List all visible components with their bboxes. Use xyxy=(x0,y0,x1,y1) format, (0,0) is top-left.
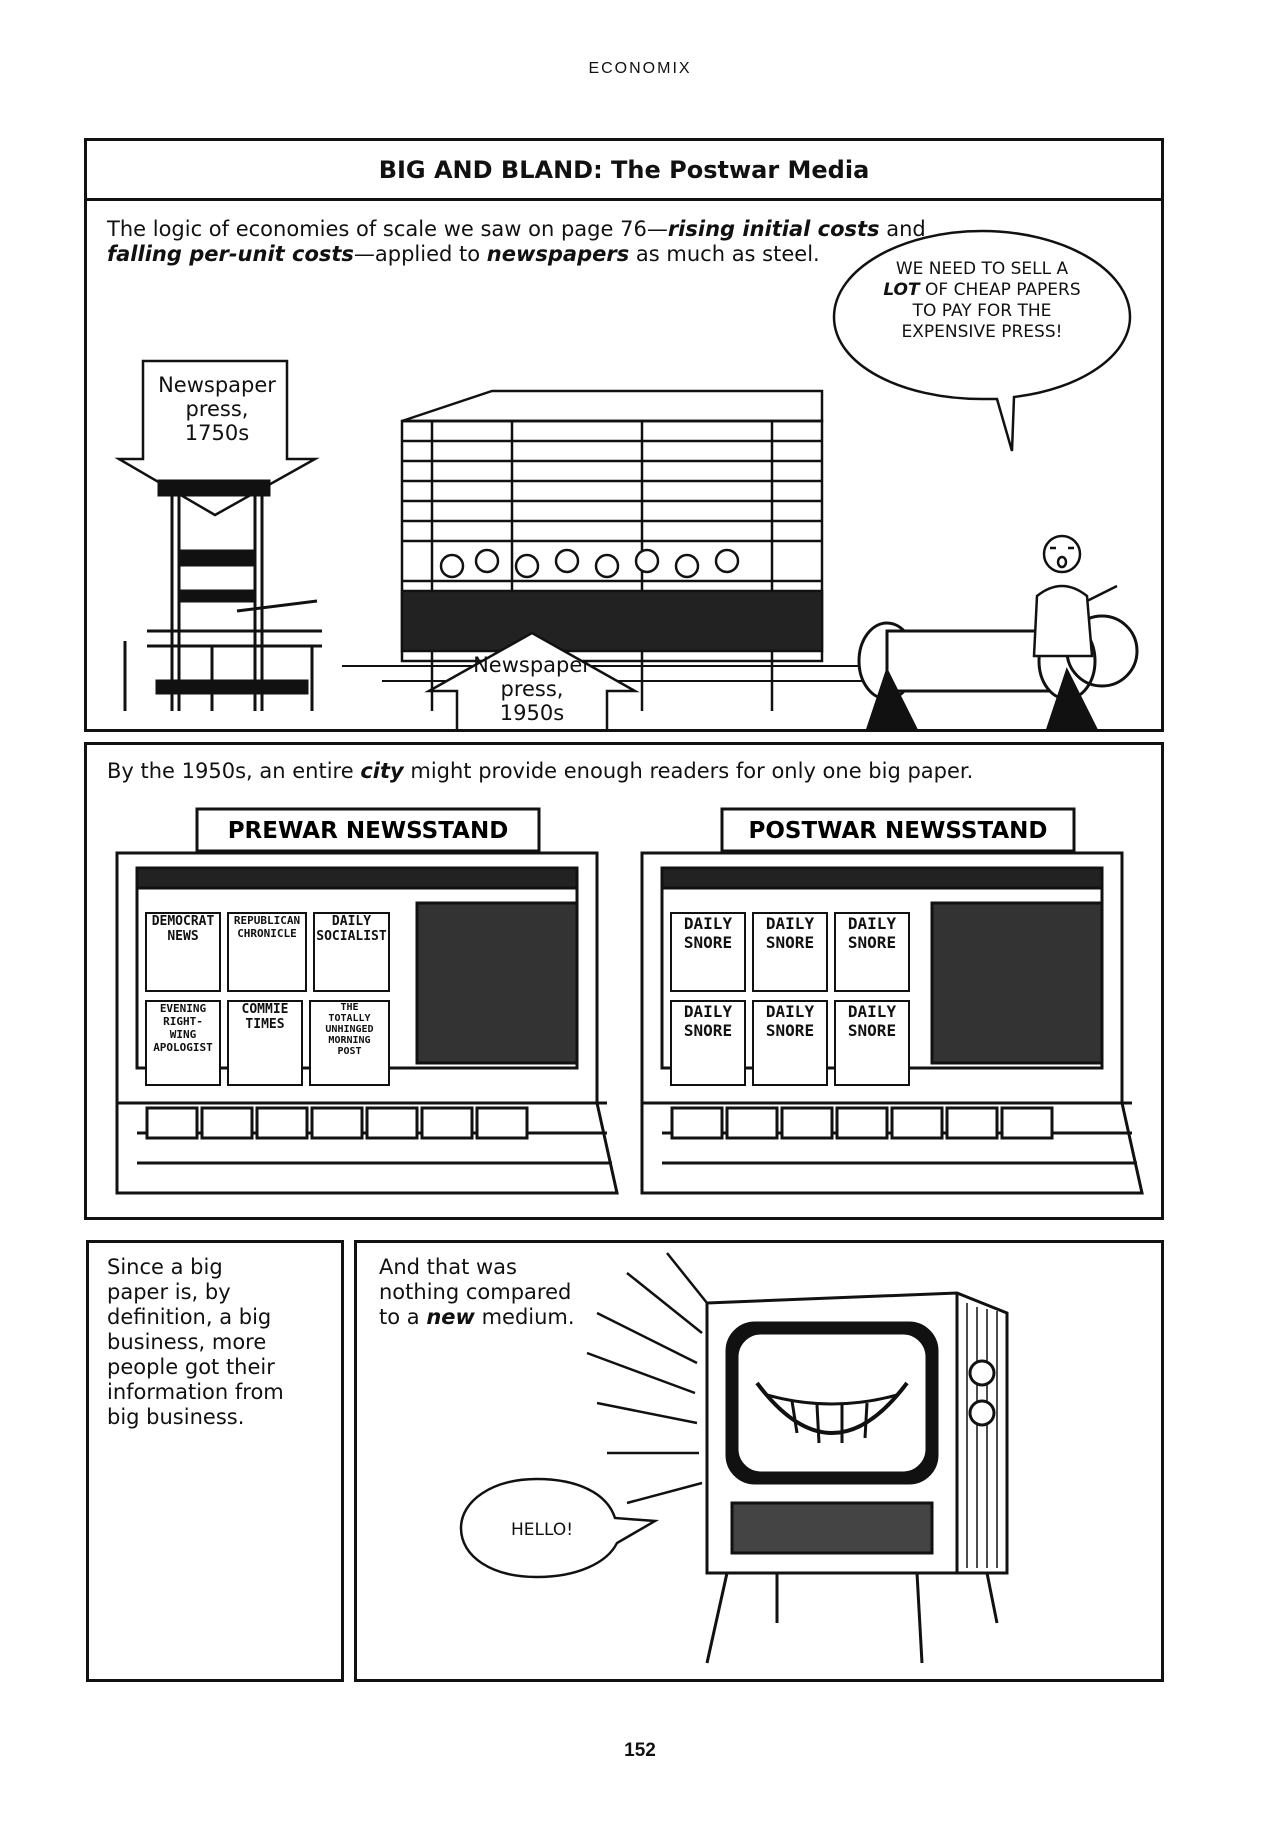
paper-daily-snore: DAILY SNORE xyxy=(670,1000,746,1086)
paper-evening-right-wing-apologist: EVENING RIGHT- WING APOLOGIST xyxy=(145,1000,221,1086)
page-number: 152 xyxy=(624,1740,656,1761)
panel2-caption: By the 1950s, an entire city might provi… xyxy=(107,759,974,783)
paper-commie-times: COMMIE TIMES xyxy=(227,1000,303,1086)
postwar-sign: POSTWAR NEWSSTAND xyxy=(749,818,1048,844)
television-illustration xyxy=(705,1291,1009,1664)
paper-daily-snore: DAILY SNORE xyxy=(752,912,828,992)
paper-democrat-news: DEMOCRAT NEWS xyxy=(145,912,221,992)
panel-postwar-media: BIG AND BLAND: The Postwar Media The log… xyxy=(84,138,1164,732)
paper-republican-chronicle: REPUBLICAN CHRONICLE xyxy=(227,912,307,992)
panel-big-business: Since a big paper is, by definition, a b… xyxy=(86,1240,344,1682)
paper-daily-snore: DAILY SNORE xyxy=(670,912,746,992)
prewar-sign: PREWAR NEWSSTAND xyxy=(228,818,509,844)
panel3-caption: Since a big paper is, by definition, a b… xyxy=(107,1255,284,1429)
paper-daily-snore: DAILY SNORE xyxy=(834,912,910,992)
arrow-label-1950s xyxy=(424,631,640,729)
speech-text: WE NEED TO SELL A LOT OF CHEAP PAPERS TO… xyxy=(883,259,1081,342)
hello-speech-bubble xyxy=(459,1477,660,1579)
panel1-caption: The logic of economies of scale we saw o… xyxy=(107,217,926,266)
big-press-illustration xyxy=(342,389,902,711)
worker-illustration xyxy=(1032,534,1118,658)
paper-totally-unhinged-morning-post: THE TOTALLY UNHINGED MORNING POST xyxy=(309,1000,390,1086)
postwar-papers: DAILY SNORE DAILY SNORE DAILY SNORE DAIL… xyxy=(670,912,915,1086)
running-header: ECONOMIX xyxy=(588,60,692,77)
radiating-lines xyxy=(586,1252,708,1505)
panel-new-medium: And that was nothing compared to a new m… xyxy=(354,1240,1164,1682)
hello-text: HELLO! xyxy=(510,1520,574,1540)
panel4-caption: And that was nothing compared to a new m… xyxy=(379,1255,575,1329)
panel-newsstands: By the 1950s, an entire city might provi… xyxy=(84,742,1164,1220)
paper-daily-socialist: DAILY SOCIALIST xyxy=(313,912,390,992)
speech-bubble xyxy=(832,229,1132,452)
prewar-papers-row1: DEMOCRAT NEWS REPUBLICAN CHRONICLE DAILY… xyxy=(145,912,390,992)
panel-title: BIG AND BLAND: The Postwar Media xyxy=(87,141,1161,201)
prewar-papers-row2: EVENING RIGHT- WING APOLOGIST COMMIE TIM… xyxy=(145,1000,390,1086)
old-press-illustration xyxy=(123,479,322,711)
paper-daily-snore: DAILY SNORE xyxy=(834,1000,910,1086)
paper-daily-snore: DAILY SNORE xyxy=(752,1000,828,1086)
